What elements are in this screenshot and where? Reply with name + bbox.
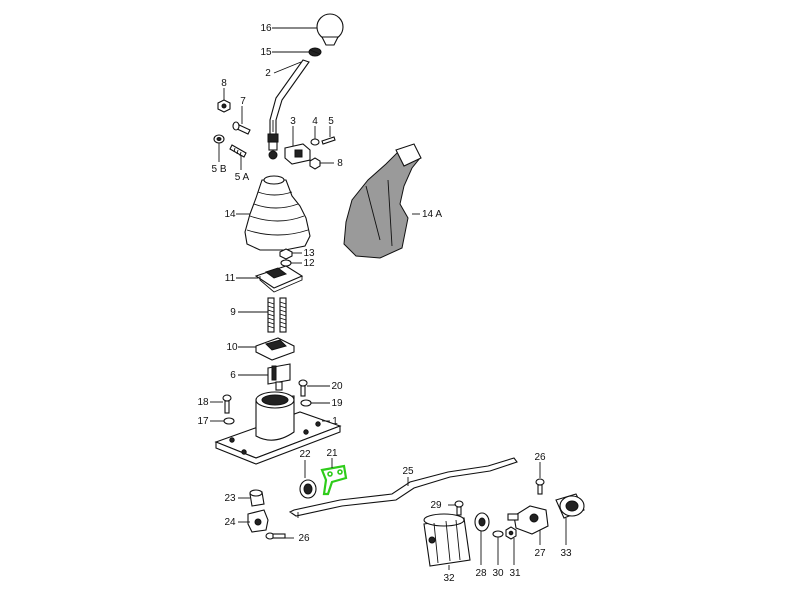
label-32: 32 [443, 573, 455, 584]
label-13: 13 [303, 248, 315, 259]
part-number-labels: 16 15 2 8 7 3 4 5 8 5 B 5 A 14 14 A 13 1… [197, 23, 572, 584]
coupling-24-part [247, 509, 269, 533]
label-15: 15 [260, 47, 272, 58]
label-22: 22 [299, 449, 311, 460]
knob-spring-part [308, 47, 322, 57]
label-24: 24 [224, 517, 236, 528]
shift-lever-part [267, 59, 310, 160]
nut-13-part [279, 248, 293, 260]
label-8-lower: 8 [337, 158, 343, 169]
label-4: 4 [312, 116, 318, 127]
shift-finger-part [267, 363, 291, 391]
label-14: 14 [224, 209, 236, 220]
bracket-21-highlighted-part [320, 464, 348, 496]
label-5b: 5 B [211, 164, 226, 175]
label-31: 31 [509, 568, 521, 579]
label-12: 12 [303, 258, 315, 269]
washer-4-part [310, 138, 320, 146]
label-5: 5 [328, 116, 334, 127]
washer-5b-part [213, 134, 225, 144]
screw-29-part [454, 500, 464, 516]
label-23: 23 [224, 493, 236, 504]
springs-part [267, 297, 287, 333]
label-16: 16 [260, 23, 272, 34]
clamp-28-part [474, 512, 490, 532]
label-19: 19 [331, 398, 343, 409]
rubber-coupling-32-part [423, 513, 471, 567]
bolt-18-part [222, 394, 232, 414]
label-9: 9 [230, 307, 236, 318]
shifter-housing-part [214, 391, 342, 465]
label-18: 18 [197, 397, 209, 408]
label-2: 2 [265, 68, 271, 79]
label-8-upper: 8 [221, 78, 227, 89]
stud-5a-part [229, 144, 247, 158]
leader-lines [210, 27, 567, 570]
shift-rod-part [288, 457, 518, 518]
label-33: 33 [560, 548, 572, 559]
label-29: 29 [430, 500, 442, 511]
label-20: 20 [331, 381, 343, 392]
label-26-upper: 26 [534, 452, 546, 463]
nut-31-part [505, 526, 517, 540]
label-28: 28 [475, 568, 487, 579]
nut-8-lower-part [309, 157, 321, 170]
shift-gaiter-part [343, 143, 422, 259]
spring-seat-part [255, 337, 295, 361]
label-3: 3 [290, 116, 296, 127]
label-7: 7 [240, 96, 246, 107]
washer-12-part [280, 259, 292, 267]
rubber-boot-part [244, 175, 311, 251]
label-27: 27 [534, 548, 546, 559]
label-17: 17 [197, 416, 209, 427]
washer-19-part [300, 399, 312, 407]
joint-27-part [507, 505, 549, 535]
bushing-22-part [299, 479, 317, 499]
label-10: 10 [226, 342, 238, 353]
label-6: 6 [230, 370, 236, 381]
screw-26-lower-part [265, 532, 286, 540]
bolt-5-part [321, 136, 336, 145]
label-11: 11 [225, 273, 236, 284]
pin-7-part [232, 121, 251, 135]
label-14a: 14 A [422, 209, 442, 220]
shift-knob-part [316, 13, 344, 46]
label-21: 21 [326, 448, 338, 459]
label-1: 1 [332, 416, 338, 427]
bracket-3-part [284, 143, 311, 165]
label-25: 25 [402, 466, 414, 477]
bushing-23-part [249, 489, 265, 507]
bushing-33-part [555, 493, 585, 519]
label-26-lower: 26 [298, 533, 310, 544]
washer-30-part [492, 530, 504, 538]
washer-17-part [223, 417, 235, 425]
nut-8-upper-part [217, 99, 231, 113]
label-5a: 5 A [235, 172, 250, 183]
highlight-outline [320, 464, 348, 496]
guide-plate-part [254, 265, 304, 293]
screw-26-upper-part [535, 478, 545, 495]
bolt-20-part [298, 379, 308, 397]
label-30: 30 [492, 568, 504, 579]
